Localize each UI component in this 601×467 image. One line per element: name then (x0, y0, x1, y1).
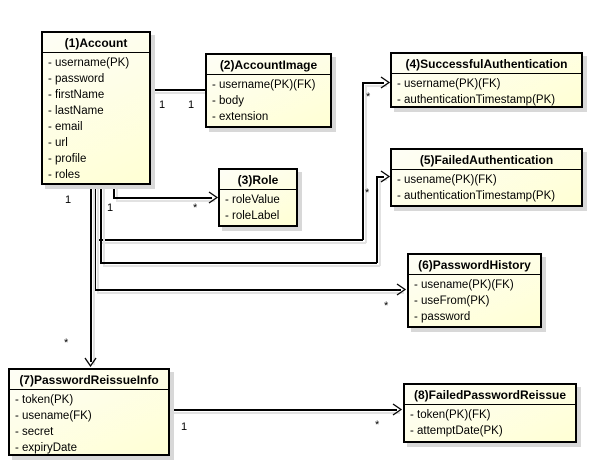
attribute: - extension (212, 111, 269, 123)
multiplicity-label: 1 (188, 99, 195, 111)
attribute: - profile (48, 153, 87, 165)
attribute: - attemptDate(PK) (410, 425, 503, 437)
connector-account-successfulauth-seg4 (362, 82, 384, 84)
entity-failed-password-reissue: (8)FailedPasswordReissue - token(PK)(FK)… (403, 383, 577, 443)
connector-account-role-seg2 (113, 197, 212, 199)
connector-account-successfulauth-seg3 (362, 83, 364, 240)
entity-account-title: (1)Account (43, 33, 149, 53)
attribute: - token(PK) (15, 394, 74, 406)
connector-account-accountimage (150, 89, 205, 91)
attribute: - username(PK)(FK) (212, 79, 316, 91)
attribute: - roles (48, 169, 80, 181)
multiplicity-label: * (384, 300, 389, 312)
entity-successful-authentication: (4)SuccessfulAuthentication - username(P… (390, 52, 583, 108)
attribute: - password (414, 311, 471, 323)
connector-account-passwordhistory-seg1 (94, 185, 96, 290)
attribute: - email (48, 121, 83, 133)
connector-account-failedauth-seg1 (100, 185, 102, 263)
attribute: - username(PK) (48, 57, 130, 69)
multiplicity-label: * (375, 419, 380, 431)
arrowhead-passwordhistory-icon (396, 283, 407, 296)
entity-account-image-attributes: - username(PK)(FK) - body - extension (207, 75, 330, 125)
entity-failed-password-reissue-title: (8)FailedPasswordReissue (405, 385, 575, 405)
attribute: - secret (15, 426, 54, 438)
entity-failed-authentication: (5)FailedAuthentication - usename(PK)(FK… (390, 148, 583, 207)
entity-account-attributes: - username(PK) - password - firstName - … (43, 53, 149, 183)
multiplicity-label: 1 (65, 194, 72, 206)
connector-account-role-seg1 (113, 185, 115, 198)
entity-successful-authentication-attributes: - username(PK)(FK) - authenticationTimes… (392, 74, 581, 106)
connector-account-passwordreissueinfo (90, 185, 92, 362)
entity-failed-password-reissue-attributes: - token(PK)(FK) - attemptDate(PK) (405, 405, 575, 439)
connector-reissueinfo-failedreissue (168, 409, 397, 411)
attribute: - url (48, 137, 68, 149)
connector-account-failedauth-seg2 (100, 262, 377, 264)
attribute: - password (48, 73, 105, 85)
entity-account: (1)Account - username(PK) - password - f… (41, 31, 151, 185)
entity-password-history-attributes: - usename(PK)(FK) - useFrom(PK) - passwo… (409, 275, 540, 325)
connector-account-passwordhistory-seg2 (94, 289, 401, 291)
multiplicity-label: * (193, 202, 198, 214)
connector-account-failedauth-seg4 (376, 176, 384, 178)
attribute: - authenticationTimestamp(PK) (397, 94, 556, 106)
multiplicity-label: * (366, 91, 371, 103)
attribute: - lastName (48, 105, 104, 117)
attribute: - useFrom(PK) (414, 295, 490, 307)
entity-account-image-title: (2)AccountImage (207, 55, 330, 75)
entity-password-reissue-info-title: (7)PasswordReissueInfo (10, 370, 168, 390)
multiplicity-label: * (365, 187, 370, 199)
arrowhead-role-icon (208, 191, 219, 204)
attribute: - token(PK)(FK) (410, 409, 491, 421)
attribute: - usename(PK)(FK) (397, 174, 497, 186)
attribute: - expiryDate (15, 442, 77, 454)
attribute: - roleLabel (225, 210, 280, 222)
multiplicity-label: 1 (159, 99, 166, 111)
arrowhead-failedauth-icon (380, 170, 391, 183)
arrowhead-failedreissue-icon (392, 403, 403, 416)
connector-account-successfulauth-seg2 (97, 239, 363, 241)
attribute: - usename(FK) (15, 410, 92, 422)
entity-failed-authentication-title: (5)FailedAuthentication (392, 150, 581, 170)
entity-role: (3)Role - roleValue - roleLabel (218, 168, 298, 227)
multiplicity-label: 1 (181, 421, 188, 433)
attribute: - authenticationTimestamp(PK) (397, 190, 556, 202)
arrowhead-successfulauth-icon (380, 76, 391, 89)
attribute: - roleValue (225, 194, 280, 206)
multiplicity-label: 1 (107, 202, 114, 214)
multiplicity-label: * (64, 337, 69, 349)
attribute: - firstName (48, 89, 105, 101)
attribute: - usename(PK)(FK) (414, 279, 514, 291)
entity-password-history-title: (6)PasswordHistory (409, 255, 540, 275)
entity-role-attributes: - roleValue - roleLabel (220, 190, 296, 224)
attribute: - username(PK)(FK) (397, 78, 501, 90)
connector-account-failedauth-seg3 (376, 176, 378, 263)
connector-account-successfulauth-seg1 (97, 185, 99, 240)
entity-role-title: (3)Role (220, 170, 296, 190)
entity-password-reissue-info-attributes: - token(PK) - usename(FK) - secret - exp… (10, 390, 168, 454)
entity-password-reissue-info: (7)PasswordReissueInfo - token(PK) - use… (8, 368, 170, 456)
entity-password-history: (6)PasswordHistory - usename(PK)(FK) - u… (407, 253, 542, 328)
entity-successful-authentication-title: (4)SuccessfulAuthentication (392, 54, 581, 74)
entity-failed-authentication-attributes: - usename(PK)(FK) - authenticationTimest… (392, 170, 581, 204)
entity-account-image: (2)AccountImage - username(PK)(FK) - bod… (205, 53, 332, 128)
arrowhead-passwordreissueinfo-icon (84, 357, 97, 368)
attribute: - body (212, 95, 244, 107)
